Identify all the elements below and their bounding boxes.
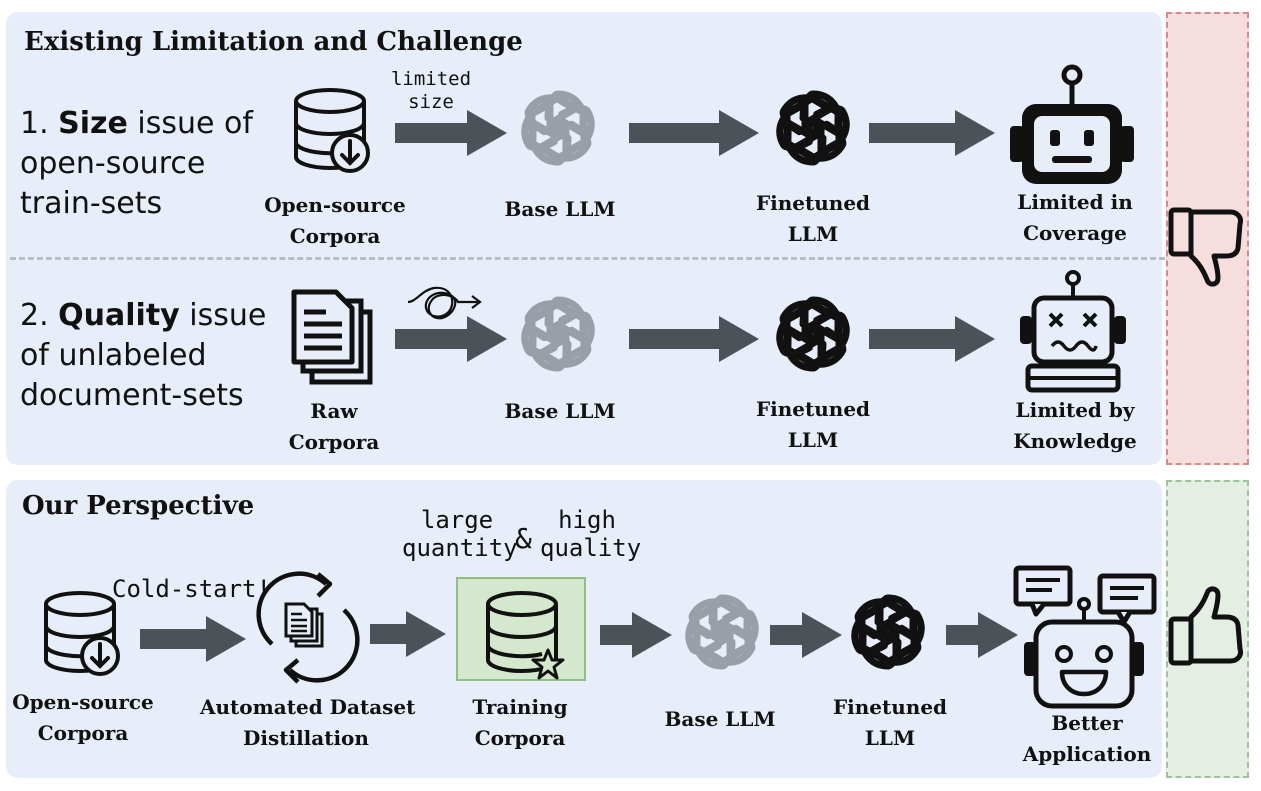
robot-dizzy-icon [1020, 270, 1126, 393]
database-download-icon [44, 591, 120, 676]
negative-sidebar [1166, 12, 1249, 465]
ampersand: & [515, 522, 532, 555]
documents-stack-icon [291, 289, 373, 385]
openai-logo-black-icon [771, 292, 855, 376]
issue1-keyword: Size [58, 106, 128, 141]
arrow-3b [370, 611, 446, 657]
issue2-text: 2. Quality issue of unlabeled document-s… [20, 296, 266, 416]
openai-logo-gray-icon [516, 86, 600, 170]
cold-start-note: Cold-start! [112, 575, 271, 603]
robot-neutral-icon [1010, 64, 1134, 184]
bottom-base-label: Base LLM [664, 707, 776, 731]
issue1-number: 1. [20, 106, 49, 141]
arrow-3e [946, 612, 1018, 658]
issue-divider [10, 257, 1165, 260]
arrow-2a [395, 316, 507, 362]
database-star-icon [486, 591, 565, 680]
thumbs-up-icon [1168, 586, 1243, 666]
issue2-keyword: Quality [58, 298, 180, 333]
arrow-1b [629, 110, 759, 156]
issue2-base-label: Base LLM [504, 399, 616, 423]
refresh-cycle-icon [256, 571, 360, 684]
issue1-line2: open-source [20, 146, 206, 181]
issue1-text: 1. Size issue of open-source train-sets [20, 104, 253, 224]
training-corpora-box [456, 577, 586, 681]
arrow-2b [629, 316, 759, 362]
issue2-number: 2. [20, 298, 49, 333]
tangled-arrow-icon [407, 286, 482, 320]
issue2-rest: issue [189, 298, 267, 333]
arrow-3d [770, 612, 842, 658]
issue2-line2: of unlabeled [20, 338, 207, 373]
arrow-1c [869, 110, 995, 156]
issue1-line3: train-sets [20, 186, 163, 221]
database-download-icon [294, 88, 370, 173]
perspective-title: Our Perspective [22, 491, 255, 521]
arrow-1a [395, 110, 507, 156]
robot-happy-chat-icon [1013, 565, 1157, 709]
issue1-base-label: Base LLM [504, 197, 616, 221]
limitation-panel [6, 12, 1162, 465]
arrow-3a [140, 616, 246, 662]
thumbs-down-icon [1168, 207, 1243, 287]
issue2-line3: document-sets [20, 378, 244, 413]
openai-logo-black-icon [771, 86, 855, 170]
openai-logo-gray-icon [516, 292, 600, 376]
arrow-2c [869, 316, 995, 362]
openai-logo-black-icon [846, 590, 930, 674]
arrow-3c [600, 612, 672, 658]
limitation-title: Existing Limitation and Challenge [24, 27, 523, 57]
openai-logo-gray-icon [680, 590, 764, 674]
positive-sidebar [1166, 480, 1249, 778]
issue1-rest: issue of [137, 106, 253, 141]
